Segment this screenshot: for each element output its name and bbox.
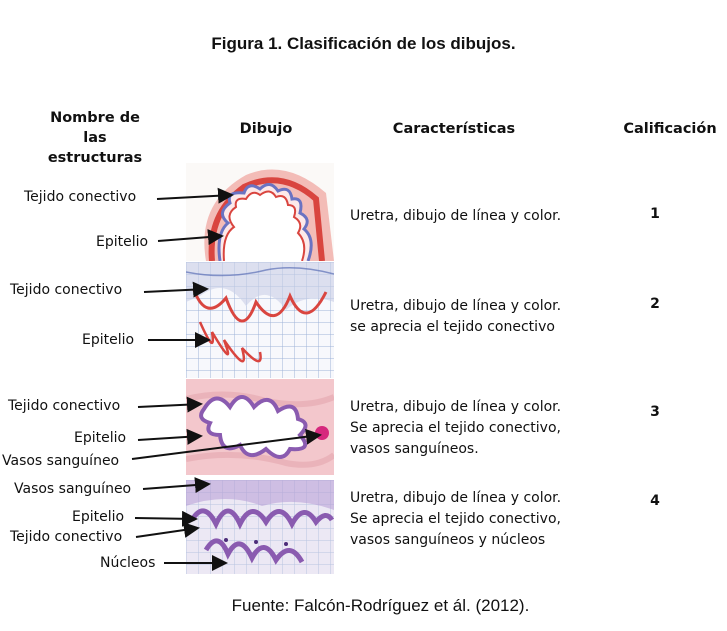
row2-description-line-1: Uretra, dibujo de línea y color.	[350, 298, 562, 314]
row3-label-connective: Tejido conectivo	[8, 398, 121, 414]
row4-description-line-1: Uretra, dibujo de línea y color.	[350, 490, 562, 506]
row2-description: Uretra, dibujo de línea y color. se apre…	[350, 296, 561, 338]
header-structures-line-1: Nombre de	[50, 110, 140, 126]
row4-label-nuclei: Núcleos	[100, 555, 156, 571]
row1-score: 1	[650, 206, 660, 222]
arrow-row4-blood-vessels	[142, 477, 211, 494]
arrow-row4-epithelium	[134, 510, 198, 527]
figure-title: Figura 1. Clasificación de los dibujos.	[211, 34, 516, 53]
drawing-panel-3	[186, 379, 334, 475]
row4-description-line-3: vasos sanguíneos y núcleos	[350, 532, 546, 548]
row3-score: 3	[650, 404, 660, 420]
arrow-row2-connective	[143, 281, 209, 298]
header-characteristics: Características	[392, 121, 516, 137]
arrow-row4-connective	[135, 522, 200, 538]
row3-label-blood-vessels: Vasos sanguíneo	[2, 453, 120, 469]
row1-label-epithelium: Epitelio	[96, 234, 149, 250]
row1-description: Uretra, dibujo de línea y color.	[350, 206, 561, 227]
arrow-row1-connective	[156, 187, 234, 204]
figure-source: Fuente: Falcón-Rodríguez et ál. (2012).	[231, 596, 530, 615]
header-drawing: Dibujo	[239, 121, 293, 137]
row4-label-epithelium: Epitelio	[72, 509, 125, 525]
arrow-row3-epithelium	[137, 428, 203, 445]
drawing-panel-4	[186, 480, 334, 574]
header-structures: Nombre de las estructuras	[36, 108, 154, 168]
urethra-drawing-2	[186, 262, 334, 378]
row1-label-connective: Tejido conectivo	[24, 189, 137, 205]
row3-description: Uretra, dibujo de línea y color. Se apre…	[350, 397, 561, 460]
row3-description-line-1: Uretra, dibujo de línea y color.	[350, 399, 562, 415]
row2-score: 2	[650, 296, 660, 312]
drawing-panel-2	[186, 262, 334, 378]
row2-label-connective: Tejido conectivo	[10, 282, 123, 298]
arrow-row3-blood-vessels	[131, 428, 322, 460]
row3-label-epithelium: Epitelio	[74, 430, 127, 446]
header-structures-line-2: las estructuras	[47, 130, 143, 166]
arrow-row3-connective	[137, 396, 203, 413]
row3-description-line-2: Se aprecia el tejido conectivo,	[350, 420, 561, 436]
row2-description-line-2: se aprecia el tejido conectivo	[350, 319, 555, 335]
row4-label-blood-vessels: Vasos sanguíneo	[14, 481, 132, 497]
urethra-drawing-3	[186, 379, 334, 475]
row1-description-line-1: Uretra, dibujo de línea y color.	[350, 208, 562, 224]
row4-description-line-2: Se aprecia el tejido conectivo,	[350, 511, 561, 527]
urethra-drawing-4	[186, 480, 334, 574]
row2-label-epithelium: Epitelio	[82, 332, 135, 348]
row3-description-line-3: vasos sanguíneos.	[350, 441, 479, 457]
row4-description: Uretra, dibujo de línea y color. Se apre…	[350, 488, 561, 551]
row4-label-connective: Tejido conectivo	[10, 529, 123, 545]
row4-score: 4	[650, 493, 660, 509]
arrow-row1-epithelium	[157, 229, 224, 246]
header-score: Calificación	[623, 121, 717, 137]
